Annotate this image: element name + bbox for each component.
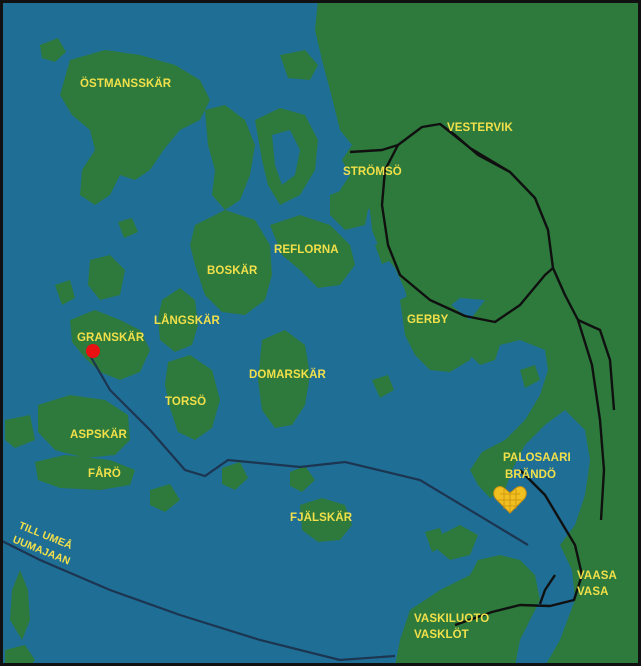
langskar-island bbox=[158, 288, 198, 352]
island bbox=[290, 466, 315, 492]
label-ostmansskar[interactable]: ÖSTMANSSKÄR bbox=[80, 77, 172, 90]
torso-island bbox=[165, 355, 220, 440]
label-boskar[interactable]: BOSKÄR bbox=[207, 264, 258, 277]
domarskar-island bbox=[258, 330, 310, 428]
road-east bbox=[439, 123, 511, 174]
island bbox=[55, 280, 75, 305]
road-south-2 bbox=[577, 318, 616, 411]
label-brando[interactable]: BRÄNDÖ bbox=[505, 468, 556, 481]
island bbox=[5, 645, 35, 666]
island bbox=[372, 375, 394, 398]
label-palosaari[interactable]: PALOSAARI bbox=[503, 452, 571, 464]
label-aspskar[interactable]: ASPSKÄR bbox=[70, 428, 128, 441]
vaskiluoto-island bbox=[395, 555, 540, 666]
island bbox=[5, 415, 35, 448]
island bbox=[150, 484, 180, 512]
gerby-peninsula bbox=[400, 290, 478, 372]
ferry-route-granskar bbox=[87, 351, 529, 546]
boskar-island bbox=[190, 210, 272, 315]
label-vasa[interactable]: VASA bbox=[577, 586, 609, 598]
label-stromso[interactable]: STRÖMSÖ bbox=[343, 165, 402, 178]
island bbox=[205, 105, 255, 210]
label-vasklot[interactable]: VASKLÖT bbox=[414, 628, 469, 641]
ferry-routes bbox=[0, 351, 529, 662]
island bbox=[425, 528, 446, 552]
island bbox=[222, 462, 248, 490]
faro-island bbox=[35, 455, 135, 490]
island bbox=[330, 185, 370, 230]
label-reflorna[interactable]: REFLORNA bbox=[274, 244, 339, 256]
road-vaasa bbox=[454, 469, 584, 627]
mainland bbox=[315, 0, 641, 666]
island bbox=[520, 365, 540, 388]
road-vestervik-loop bbox=[380, 122, 555, 324]
road-stromso bbox=[349, 143, 399, 154]
label-domarskar[interactable]: DOMARSKÄR bbox=[249, 368, 327, 381]
label-vaasa[interactable]: VAASA bbox=[577, 570, 617, 582]
granskar-island bbox=[70, 310, 150, 380]
label-vaskiluoto[interactable]: VASKILUOTO bbox=[414, 613, 489, 625]
island bbox=[118, 218, 138, 238]
heart-icon[interactable] bbox=[493, 486, 527, 514]
aspskar-island bbox=[38, 395, 130, 458]
fjalskar-island bbox=[300, 498, 352, 542]
island bbox=[272, 130, 300, 185]
ostmansskar-island bbox=[60, 50, 210, 205]
road-network bbox=[349, 122, 616, 627]
label-vestervik[interactable]: VESTERVIK bbox=[447, 122, 513, 134]
map-labels: ÖSTMANSSKÄR VESTERVIK STRÖMSÖ REFLORNA B… bbox=[11, 77, 617, 641]
label-torso[interactable]: TORSÖ bbox=[165, 395, 206, 408]
island bbox=[10, 570, 30, 640]
island bbox=[375, 240, 396, 264]
label-faro[interactable]: FÅRÖ bbox=[88, 467, 121, 480]
label-fjalskar[interactable]: FJÄLSKÄR bbox=[290, 511, 353, 524]
ferry-route-umea bbox=[0, 539, 396, 662]
red-dot-marker[interactable] bbox=[86, 344, 100, 358]
road-spur bbox=[538, 574, 556, 605]
label-gerby[interactable]: GERBY bbox=[407, 314, 449, 326]
island bbox=[88, 255, 125, 300]
island bbox=[280, 50, 318, 80]
island bbox=[438, 525, 478, 560]
label-granskar[interactable]: GRANSKÄR bbox=[77, 331, 145, 344]
island bbox=[40, 38, 66, 62]
road-south-1 bbox=[551, 267, 606, 521]
reflorna-island bbox=[270, 215, 355, 288]
label-langskar[interactable]: LÅNGSKÄR bbox=[154, 314, 221, 327]
